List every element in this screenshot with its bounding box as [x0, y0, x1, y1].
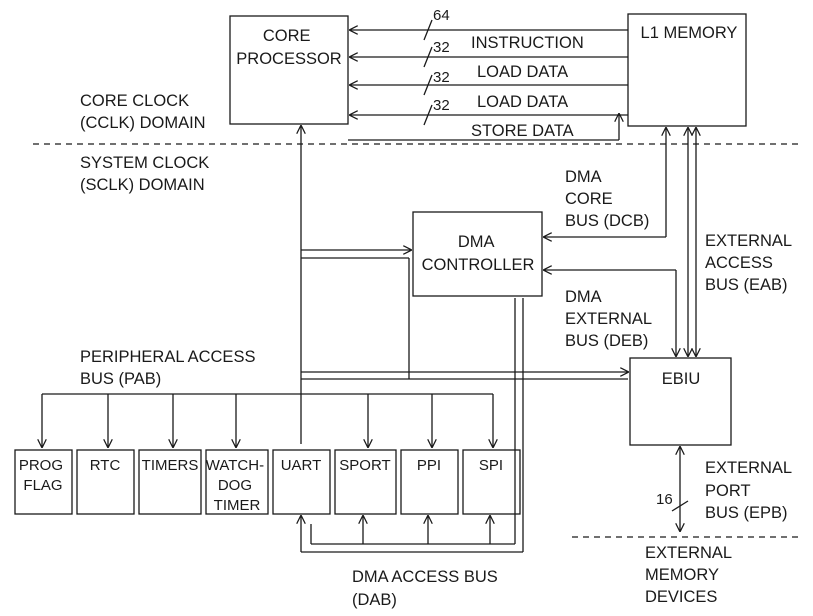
dma-controller-line: CONTROLLER: [422, 256, 535, 274]
eab-line: BUS (EAB): [705, 276, 788, 294]
load-data-bus-label: LOAD DATA: [477, 93, 568, 111]
core-memory-buses: 64 32 32 32 INSTRUCTION LOAD DATA LOAD D…: [348, 7, 628, 141]
svg-text:WATCH- DOG TIM: WATCH- DOG TIMER: [206, 457, 269, 514]
bus-width-slash: [423, 104, 433, 126]
l1-memory-block: L1 MEMORY: [627, 13, 747, 127]
dma-access-bus: DMA ACCESS BUS (DAB): [301, 298, 524, 609]
ebiu-block: EBIU: [629, 357, 732, 446]
deb-line: EXTERNAL: [565, 310, 652, 328]
system-clock-line: (SCLK) DOMAIN: [80, 176, 205, 194]
peripheral-ppi: PPI: [400, 449, 459, 515]
peripheral-rtc: RTC: [76, 449, 135, 515]
peripheral-blocks: PROG FLAG RTC TIMERS WATCH- DOG TIMER: [14, 449, 521, 515]
peripheral-uart: UART: [272, 449, 331, 515]
pab-label: PERIPHERAL ACCESS BUS (PAB): [80, 348, 260, 388]
peripheral-label-line: SPORT: [339, 457, 390, 474]
epb-line: PORT: [705, 482, 750, 500]
svg-text:SPORT: SPORT: [339, 457, 390, 474]
peripheral-spi: SPI: [462, 449, 521, 515]
instruction-bus-label: INSTRUCTION: [471, 34, 584, 52]
peripheral-label-line: DOG: [218, 477, 252, 494]
peripheral-label-line: PROG: [19, 457, 63, 474]
svg-text:RTC: RTC: [90, 457, 121, 474]
dcb-line: DMA: [565, 168, 602, 186]
svg-text:CORE PROCESSOR: CORE PROCESSOR: [236, 27, 342, 68]
external-memory-line: DEVICES: [645, 588, 717, 606]
system-clock-line: SYSTEM CLOCK: [80, 154, 209, 172]
svg-text:DMA CONTROLLER: DMA CONTROLLER: [422, 233, 535, 274]
peripheral-label-line: TIMERS: [142, 457, 199, 474]
core-processor-line: CORE: [263, 27, 311, 45]
peripheral-label-line: UART: [281, 457, 322, 474]
core-clock-line: (CCLK) DOMAIN: [80, 114, 206, 132]
eab-line: EXTERNAL: [705, 232, 792, 250]
dab-label: DMA ACCESS BUS (DAB): [352, 568, 502, 609]
pab-line: PERIPHERAL ACCESS: [80, 348, 255, 366]
eab-line: ACCESS: [705, 254, 773, 272]
dcb-line: CORE: [565, 190, 613, 208]
ebiu-line: EBIU: [662, 370, 701, 388]
svg-text:SPI: SPI: [479, 457, 503, 474]
l1-memory-line: L1 MEMORY: [641, 24, 738, 42]
core-clock-line: CORE CLOCK: [80, 92, 189, 110]
store-data-bus-label: STORE DATA: [471, 122, 574, 140]
external-memory-line: EXTERNAL: [645, 544, 732, 562]
deb-line: DMA: [565, 288, 602, 306]
svg-text:PPI: PPI: [417, 457, 441, 474]
svg-text:TIMERS: TIMERS: [142, 457, 199, 474]
deb-line: BUS (DEB): [565, 332, 648, 350]
bus-width-label: 32: [433, 69, 450, 86]
peripheral-label-line: PPI: [417, 457, 441, 474]
peripheral-label-line: TIMER: [214, 497, 261, 514]
eab-label: EXTERNAL ACCESS BUS (EAB): [705, 232, 796, 294]
bus-width-slash: [423, 74, 433, 96]
svg-text:EBIU: EBIU: [662, 370, 701, 388]
peripheral-label-line: WATCH-: [206, 457, 264, 474]
peripheral-prog-flag: PROG FLAG: [14, 449, 73, 515]
peripheral-sport: SPORT: [334, 449, 397, 515]
peripheral-access-bus: PERIPHERAL ACCESS BUS (PAB): [42, 126, 628, 447]
epb-width-label: 16: [656, 491, 673, 508]
dma-external-bus: DMA EXTERNAL BUS (DEB): [544, 270, 676, 356]
svg-text:L1 MEMORY: L1 MEMORY: [641, 24, 738, 42]
dab-line: (DAB): [352, 591, 397, 609]
bus-width-slash: [423, 46, 433, 68]
system-clock-domain-label: SYSTEM CLOCK (SCLK) DOMAIN: [80, 154, 214, 194]
peripheral-timers: TIMERS: [138, 449, 202, 515]
peripheral-label-line: SPI: [479, 457, 503, 474]
svg-text:PROG FLAG: PROG FLAG: [19, 457, 67, 494]
dab-line: DMA ACCESS BUS: [352, 568, 498, 586]
dcb-label: DMA CORE BUS (DCB): [565, 168, 649, 230]
core-clock-domain-label: CORE CLOCK (CCLK) DOMAIN: [80, 92, 206, 132]
epb-label: EXTERNAL PORT BUS (EPB): [705, 459, 796, 522]
pab-line: BUS (PAB): [80, 370, 161, 388]
peripheral-watchdog-timer: WATCH- DOG TIMER: [205, 449, 269, 515]
load-data-bus-label: LOAD DATA: [477, 63, 568, 81]
bus-width-slash: [423, 19, 433, 41]
external-memory-devices-label: EXTERNAL MEMORY DEVICES: [645, 544, 736, 606]
core-processor-line: PROCESSOR: [236, 50, 342, 68]
external-access-bus: EXTERNAL ACCESS BUS (EAB): [688, 128, 796, 356]
peripheral-label-line: RTC: [90, 457, 121, 474]
dma-controller-block: DMA CONTROLLER: [412, 211, 543, 297]
epb-line: EXTERNAL: [705, 459, 792, 477]
peripheral-label-line: FLAG: [23, 477, 62, 494]
epb-line: BUS (EPB): [705, 504, 788, 522]
deb-label: DMA EXTERNAL BUS (DEB): [565, 288, 656, 350]
bus-width-label: 32: [433, 97, 450, 114]
dma-core-bus: DMA CORE BUS (DCB): [544, 128, 666, 237]
bus-width-slash: [671, 500, 689, 512]
external-port-bus: 16 EXTERNAL PORT BUS (EPB): [656, 447, 796, 531]
external-memory-line: MEMORY: [645, 566, 719, 584]
dcb-line: BUS (DCB): [565, 212, 649, 230]
svg-text:UART: UART: [281, 457, 322, 474]
dma-controller-line: DMA: [458, 233, 495, 251]
core-processor-block: CORE PROCESSOR: [229, 15, 349, 125]
bus-width-label: 64: [433, 7, 450, 24]
bus-width-label: 32: [433, 39, 450, 56]
